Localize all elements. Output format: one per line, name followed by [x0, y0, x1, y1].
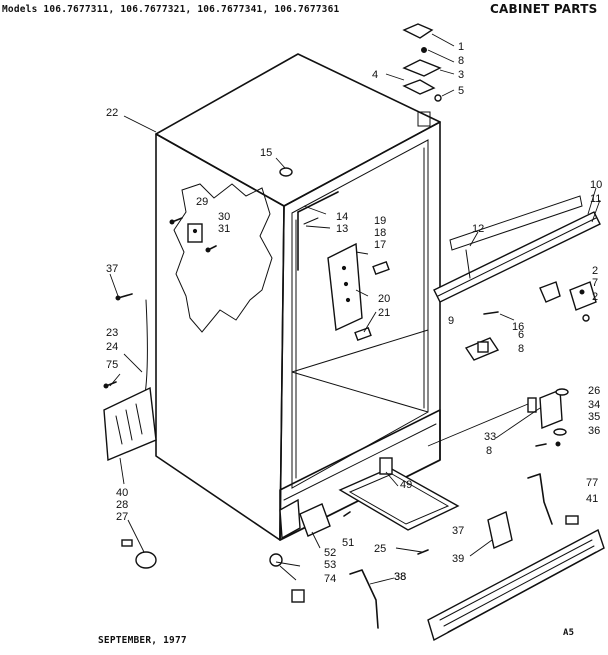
callout-label: 29 — [196, 196, 208, 208]
callout-label: 8 — [486, 445, 492, 457]
callout-label: 38 — [394, 571, 406, 583]
callout-label: 41 — [586, 493, 598, 505]
callout-label: 3 — [458, 69, 464, 81]
callout-label: 24 — [106, 341, 118, 353]
callout-label: 31 — [218, 223, 230, 235]
callout-label: 7 — [592, 277, 598, 289]
callout-label: 18 — [374, 227, 386, 239]
callout-label: 16 — [512, 321, 524, 333]
callout-label: 28 — [116, 499, 128, 511]
crisper-bracket-20 — [327, 242, 390, 342]
hinge-bracket-30 — [187, 223, 203, 243]
cabinet-shell — [155, 53, 441, 541]
callout-label: 2 — [592, 265, 598, 277]
screw-29 — [169, 217, 183, 225]
hinge-right-2 — [569, 281, 597, 322]
callout-label: 19 — [374, 215, 386, 227]
callout-label: 40 — [116, 487, 128, 499]
hinge-bracket-mid — [483, 281, 561, 315]
insulation-cutout — [173, 183, 273, 333]
callout-label: 11 — [590, 193, 601, 205]
callout-label: 77 — [586, 477, 598, 489]
callout-label: 9 — [448, 315, 454, 327]
callout-label: 5 — [458, 85, 464, 97]
callout-label: 8 — [518, 343, 524, 355]
callout-label: 37 — [106, 263, 118, 275]
drain-pan — [338, 457, 460, 531]
callout-label: 23 — [106, 327, 118, 339]
callout-label: 1 — [458, 41, 464, 53]
callout-label: 53 — [324, 559, 336, 571]
callout-label: 17 — [374, 239, 386, 251]
callout-label: 38 — [394, 571, 406, 583]
callout-label: 39 — [452, 553, 464, 565]
screw-31 — [205, 245, 217, 253]
callout-label: 36 — [588, 425, 600, 437]
callout-label: 26 — [588, 385, 600, 397]
hinge-pin-9 — [464, 337, 500, 361]
callout-label: 8 — [458, 55, 464, 67]
top-hinge-assembly — [402, 23, 442, 102]
footer-date: SEPTEMBER, 1977 — [98, 635, 187, 646]
callout-label: 34 — [588, 399, 600, 411]
cap-15 — [279, 167, 293, 177]
callout-label: 74 — [324, 573, 336, 585]
lower-hinge — [527, 388, 569, 447]
models-header: Models 106.7677311, 106.7677321, 106.767… — [2, 4, 340, 15]
callout-label: 33 — [484, 431, 496, 443]
callout-label: 51 — [342, 537, 354, 549]
callout-label: 15 — [260, 147, 272, 159]
callout-label: 14 — [336, 211, 348, 223]
callout-label: 27 — [116, 511, 128, 523]
leveling-leg — [269, 498, 351, 603]
callout-label: 75 — [106, 359, 118, 371]
callout-label: 6 — [518, 329, 524, 341]
callout-label: 10 — [590, 179, 602, 191]
callout-label: 20 — [378, 293, 390, 305]
callout-label: 35 — [588, 411, 600, 423]
callout-label: 13 — [336, 223, 348, 235]
leader-lines — [109, 33, 601, 585]
callout-label: 2 — [592, 291, 598, 303]
callout-label: 37 — [452, 525, 464, 537]
footer-code: A5 — [563, 628, 575, 638]
callout-label: 12 — [472, 223, 484, 235]
shelf-bracket — [297, 191, 339, 271]
left-side-parts — [103, 293, 157, 569]
callout-label: 21 — [378, 307, 390, 319]
kick-plate — [427, 528, 605, 642]
section-title: CABINET PARTS — [490, 2, 598, 16]
callout-label: 25 — [374, 543, 386, 555]
callout-label: 22 — [106, 107, 118, 119]
callout-label: 4 — [372, 69, 378, 81]
callout-label: 30 — [218, 211, 230, 223]
door-rail — [433, 195, 601, 303]
callout-label: 52 — [324, 547, 336, 559]
callout-labels: 1 8 3 5 4 22 15 29 30 31 14 13 19 18 17 … — [106, 41, 602, 585]
grille-clips — [349, 473, 579, 629]
callout-label: 49 — [400, 479, 412, 491]
